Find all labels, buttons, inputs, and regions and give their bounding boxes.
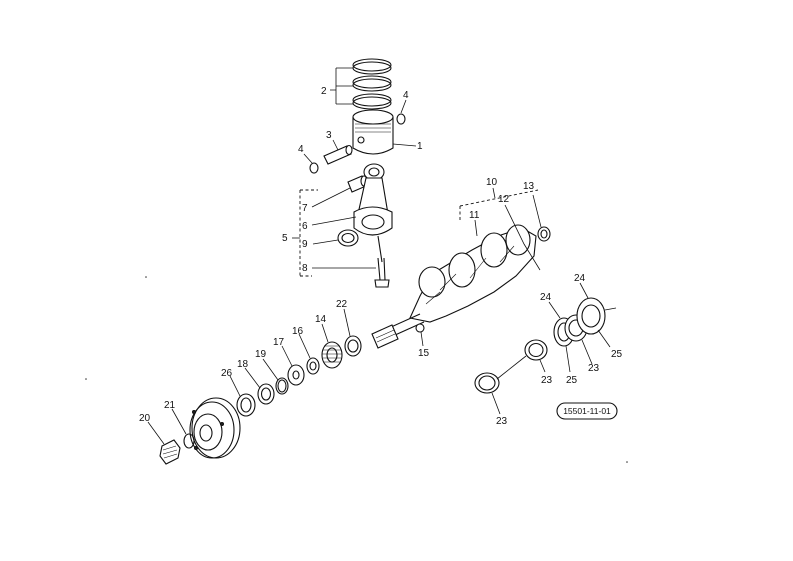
con-rod-bolt (374, 257, 390, 288)
callout-23-middle: 23 (541, 375, 553, 386)
piston-rings (352, 58, 392, 110)
oil-seal (257, 383, 275, 405)
callout-4-upper: 4 (403, 90, 409, 101)
callout-19: 19 (255, 349, 267, 360)
o-ring (275, 377, 289, 395)
callout-12: 12 (498, 194, 510, 205)
callout-18: 18 (237, 359, 249, 370)
callout-4-lower: 4 (298, 144, 304, 155)
callout-1: 1 (417, 141, 423, 152)
callout-25-lower: 25 (566, 375, 578, 386)
pulley-washer (183, 433, 195, 449)
circlip-lower (309, 162, 319, 174)
callout-9: 9 (302, 239, 308, 250)
callout-6: 6 (302, 221, 308, 232)
callout-14: 14 (315, 314, 327, 325)
callout-25-right: 25 (611, 349, 623, 360)
callout-16: 16 (292, 326, 304, 337)
small-end-bushing (347, 175, 368, 193)
circlip-upper (396, 113, 406, 125)
crankshaft-pulley (189, 397, 241, 459)
callout-7: 7 (302, 203, 308, 214)
figure-code-box (556, 402, 618, 420)
callout-22: 22 (336, 299, 348, 310)
callout-2: 2 (321, 86, 327, 97)
connecting-rod (353, 163, 393, 263)
main-bearing-middle (524, 339, 548, 361)
callout-17: 17 (273, 337, 285, 348)
front-bushing (344, 335, 362, 357)
pulley-nut (159, 439, 181, 465)
callout-24-lower: 24 (540, 292, 552, 303)
callout-23-front: 23 (496, 416, 508, 427)
thrust-bearing-assembly (553, 297, 606, 347)
figure-code: 15501-11-01 (563, 406, 611, 416)
callout-3: 3 (326, 130, 332, 141)
callout-21: 21 (164, 400, 176, 411)
piston-pin (323, 144, 353, 165)
callout-23-rear: 23 (588, 363, 600, 374)
callout-15: 15 (418, 348, 430, 359)
piston (352, 109, 394, 155)
callout-10: 10 (486, 177, 498, 188)
thrust-washer (287, 364, 305, 386)
crankshaft-gear (321, 341, 343, 369)
callout-13: 13 (523, 181, 535, 192)
callout-20: 20 (139, 413, 151, 424)
main-bearing-front (474, 372, 500, 394)
con-rod-bearing (337, 229, 359, 247)
crankshaft-bushing (537, 226, 551, 242)
callout-24-upper: 24 (574, 273, 586, 284)
woodruff-key (415, 323, 425, 333)
callout-8: 8 (302, 263, 308, 274)
callout-11: 11 (469, 210, 480, 221)
seal-collar (236, 393, 256, 417)
crankshaft (371, 224, 537, 349)
callout-26: 26 (221, 368, 233, 379)
collar (306, 357, 320, 375)
callout-5: 5 (282, 233, 288, 244)
